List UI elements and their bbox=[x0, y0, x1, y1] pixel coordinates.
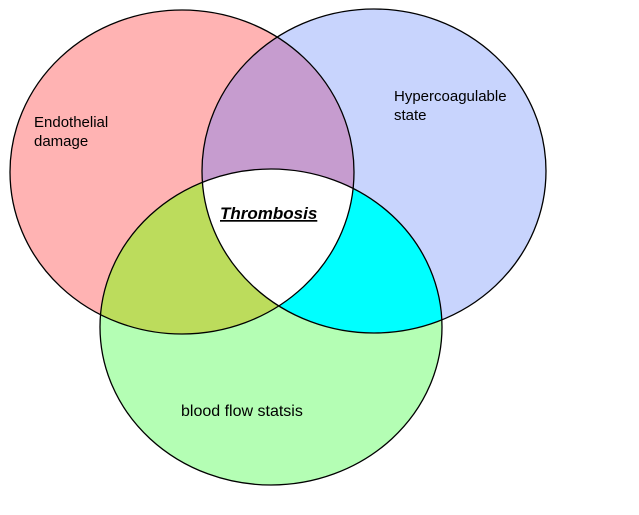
endothelial-label-line-1: Endothelial bbox=[34, 114, 108, 131]
hypercoagulable-label-line-1: Hypercoagulable bbox=[394, 88, 507, 105]
bloodflow-label-line-1: blood flow statsis bbox=[181, 403, 303, 420]
hypercoagulable-label: Hypercoagulable state bbox=[394, 88, 511, 124]
circle-outlines bbox=[9, 8, 547, 486]
hypercoagulable-label-line-2: state bbox=[394, 107, 427, 124]
bloodflow-label: blood flow statsis bbox=[181, 403, 303, 420]
endothelial-label-line-2: damage bbox=[34, 133, 88, 150]
hypercoagulable-outline bbox=[201, 8, 547, 334]
endothelial-label: Endothelial damage bbox=[34, 114, 112, 150]
endothelial-outline bbox=[9, 9, 355, 335]
thrombosis-label: Thrombosis bbox=[220, 204, 317, 223]
bloodflow-outline bbox=[99, 168, 443, 486]
